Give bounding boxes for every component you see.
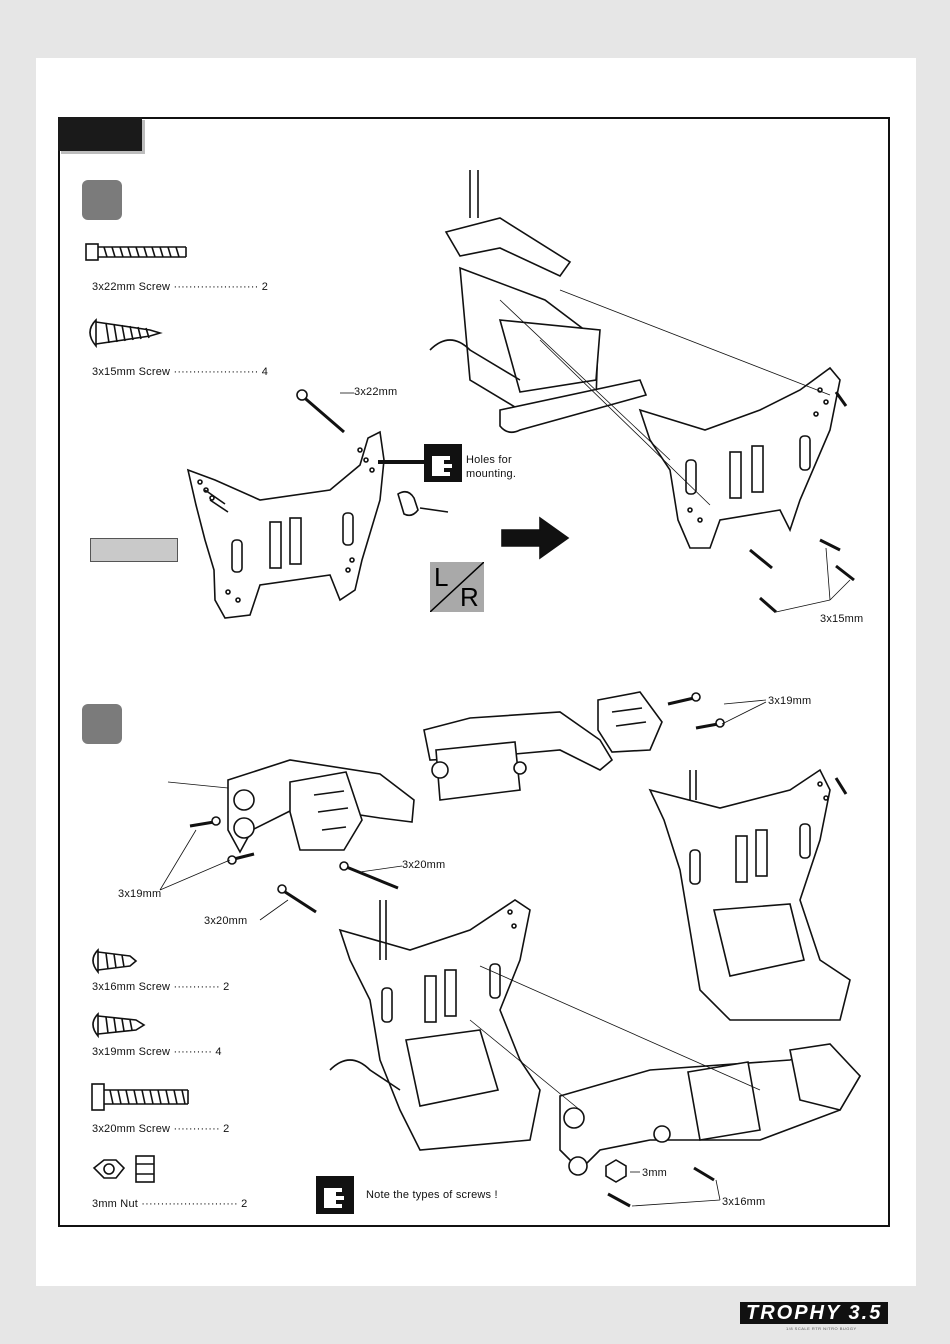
brand-subtitle: 1/8 SCALE RTR NITRO BUGGY [786,1326,857,1331]
rear-shock-tower-left [186,430,385,619]
part-label-3mm-nut: 3mm Nut ························· 2 [92,1198,248,1210]
part-label-3x22: 3x22mm Screw ······················ 2 [92,281,269,293]
wing-mount-upper [423,691,663,801]
screw-3x19-drawing [92,1012,146,1039]
lr-right-letter: R [460,582,479,612]
pointing-hand-icon [316,1176,354,1214]
screw-3x16-drawing [92,948,138,975]
screw-3x22-drawing [85,243,187,261]
callout-3mm-nut: 3mm [642,1167,668,1179]
instruction-frame [58,117,890,1227]
rear-assembly-right [429,170,855,614]
callout-3x15: 3x15mm [820,613,864,625]
blank-grey-label [90,538,178,562]
callout-3x16: 3x16mm [722,1196,766,1208]
section-tab [58,117,142,151]
step-1-marker [82,180,122,220]
nut-3mm-drawing [92,1155,155,1183]
rear-assembly-mid-right [648,768,851,1021]
step-2-marker [82,704,122,744]
callout-3x19-top: 3x19mm [768,695,812,707]
pointing-hand-icon [424,444,462,482]
left-right-badge: L R [430,562,484,612]
screw-3x20-drawing [91,1083,189,1111]
callout-3x20-a: 3x20mm [402,859,446,871]
screw-types-note: Note the types of screws ! [366,1189,498,1201]
part-label-3x20: 3x20mm Screw ············ 2 [92,1123,230,1135]
part-label-3x15: 3x15mm Screw ······················ 4 [92,366,269,378]
wing-mount-left [227,759,415,854]
brand-logo: TROPHY 3.5 [740,1302,889,1324]
callout-holes-line2: mounting. [466,468,517,480]
rear-assembly-lower [259,861,862,1208]
lr-left-letter: L [434,562,449,592]
callout-3x20-b: 3x20mm [204,915,248,927]
part-label-3x19: 3x19mm Screw ·········· 4 [92,1046,222,1058]
callout-holes-line1: Holes for [466,454,512,466]
callout-3x22: 3x22mm [354,386,398,398]
part-label-3x16: 3x16mm Screw ············ 2 [92,981,230,993]
screw-3x15-drawing [89,318,163,349]
callout-3x19-left: 3x19mm [118,888,162,900]
